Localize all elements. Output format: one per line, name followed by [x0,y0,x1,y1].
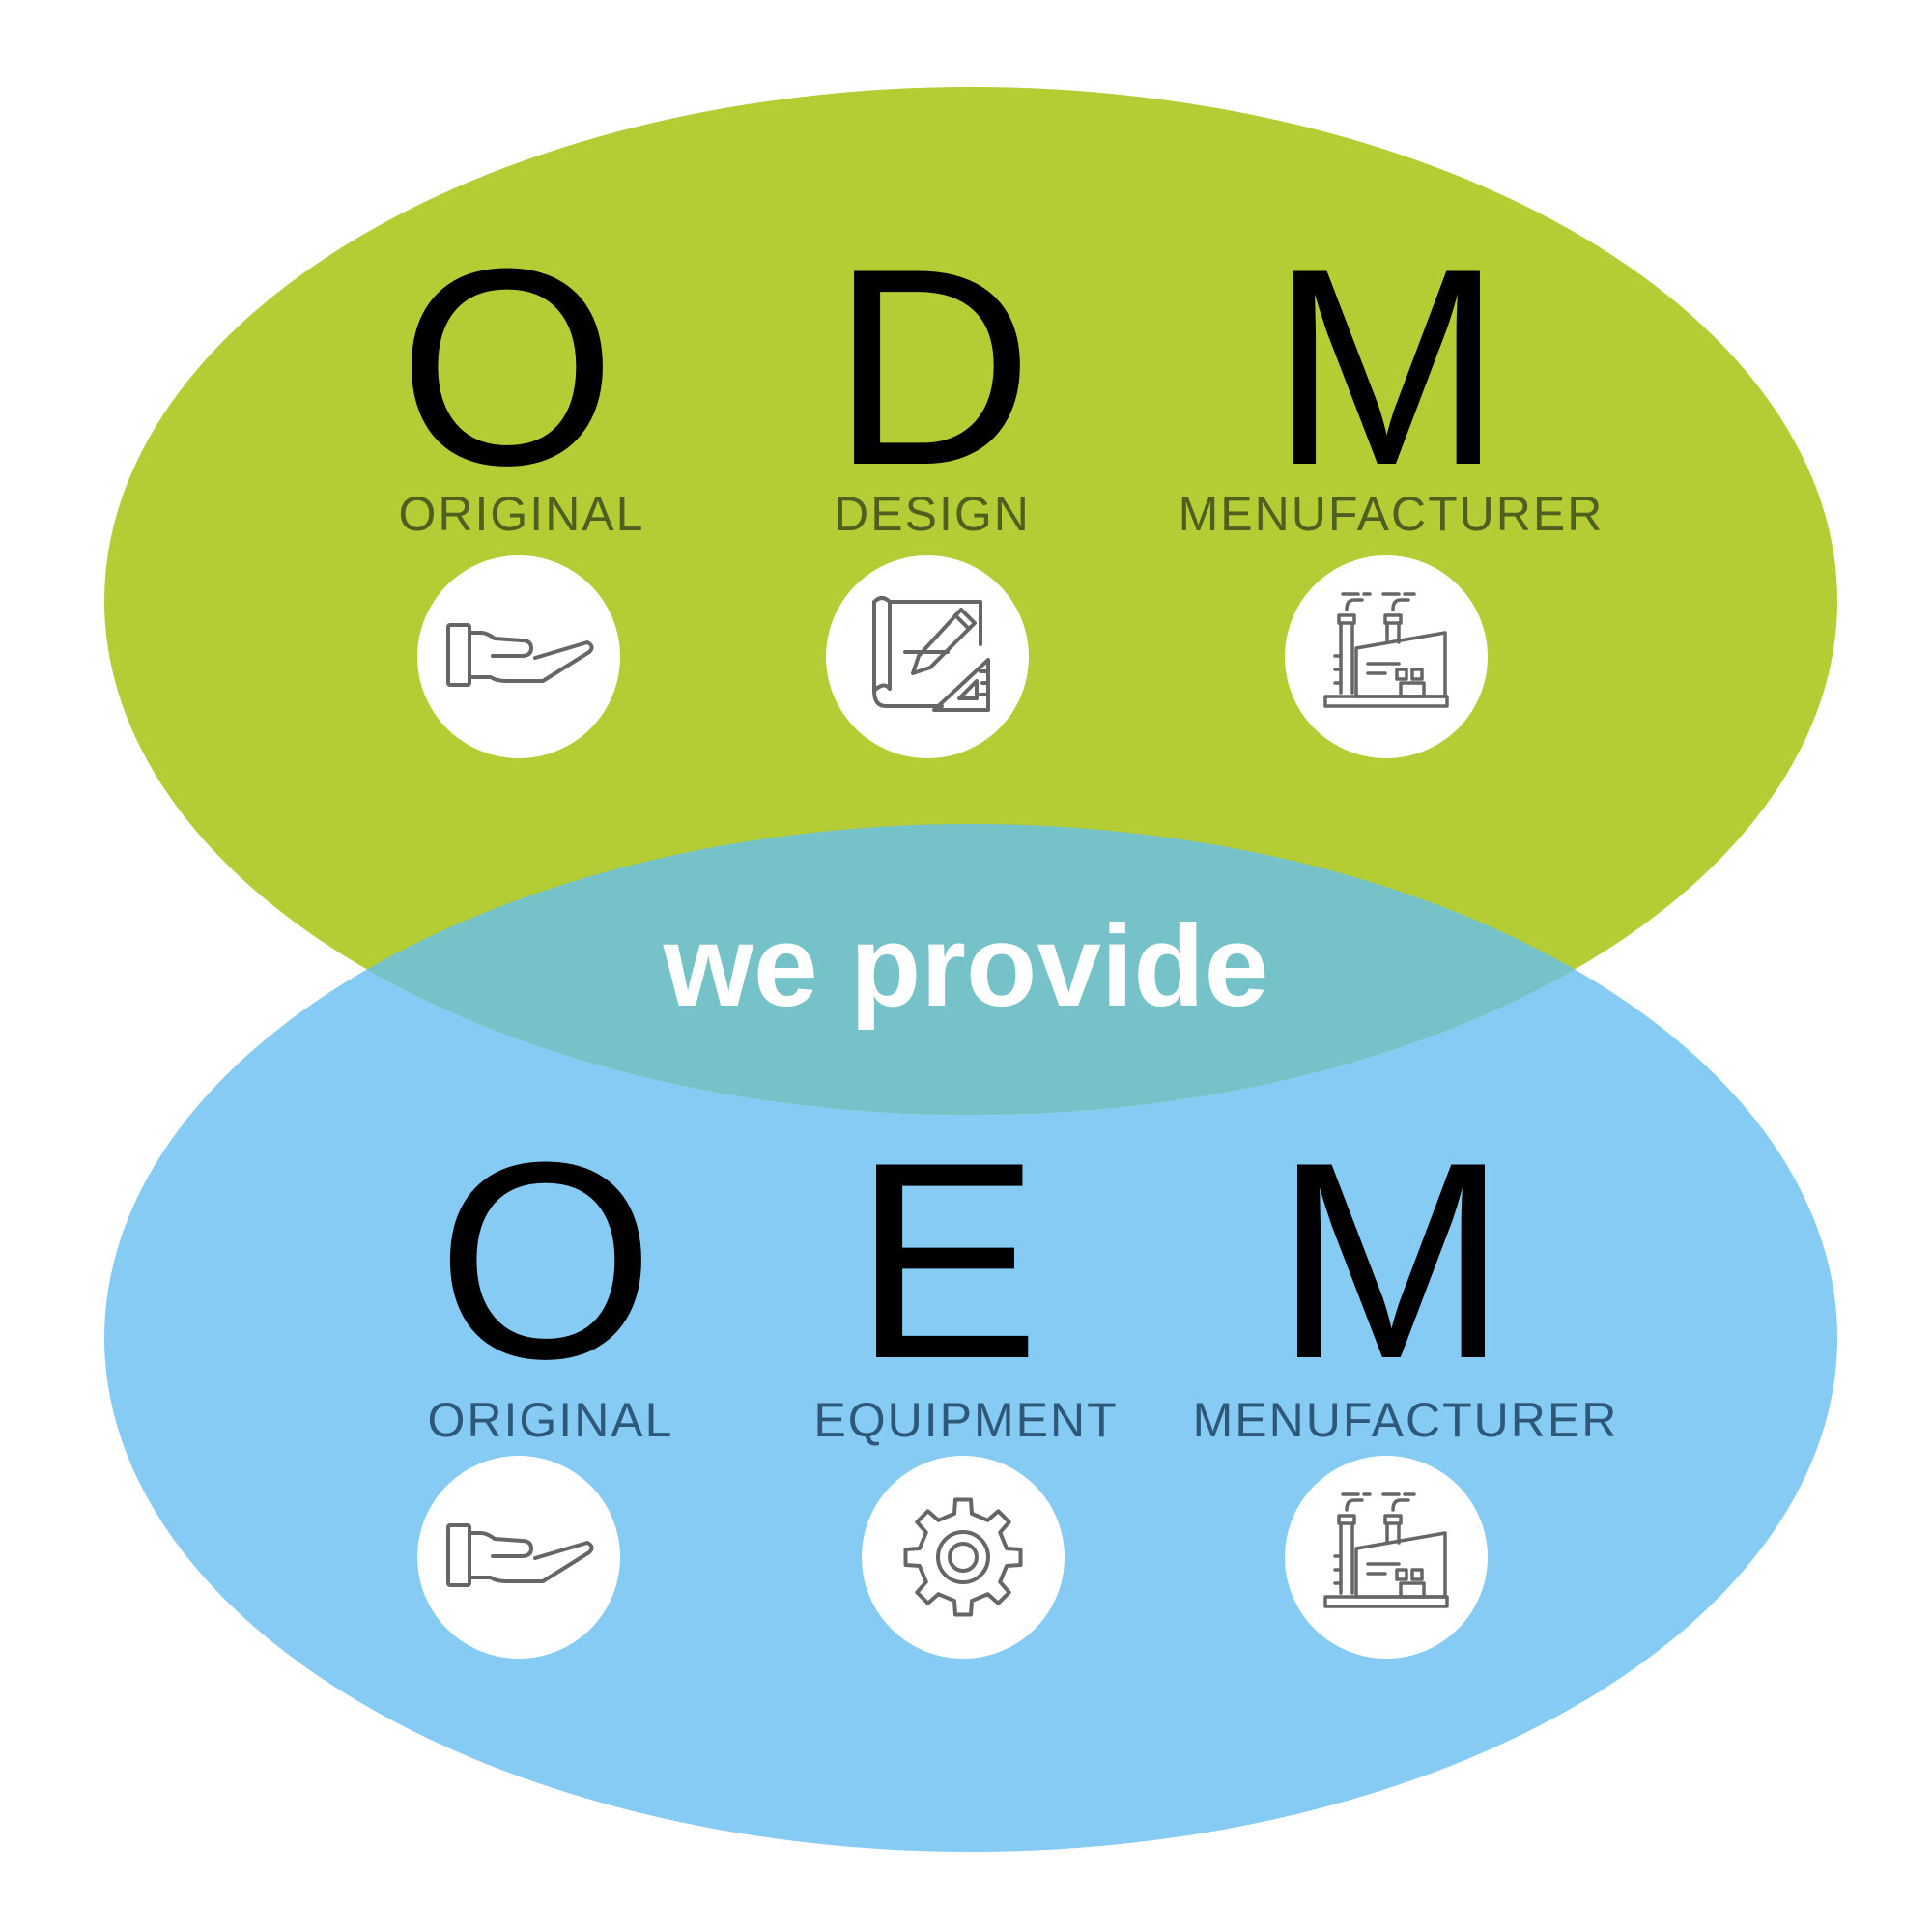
odm-letter-o: O [398,211,616,524]
oem-letter-e: E [853,1104,1040,1417]
odm-menufacturer-icon-circle [1285,555,1488,758]
tagline-we-provide: we provide [663,901,1269,1031]
hand-icon [446,623,594,687]
odm-word-menufacturer: MENUFACTURER [1178,487,1605,541]
odm-letter-d: D [831,211,1034,524]
gear-icon [903,1497,1023,1617]
factory-icon [1323,1492,1449,1608]
hand-icon [446,1523,594,1587]
oem-menufacturer-icon-circle [1285,1456,1488,1659]
blueprint-pencil-icon [872,596,990,712]
oem-original-icon-circle [417,1456,620,1659]
odm-word-original: ORIGINAL [398,487,645,541]
odm-original-icon-circle [417,555,620,758]
oem-letter-m: M [1274,1104,1508,1417]
oem-word-equipment: EQUIPMENT [813,1393,1119,1447]
factory-icon [1323,592,1449,708]
oem-word-menufacturer: MENUFACTURER [1192,1393,1619,1447]
odm-design-icon-circle [826,555,1029,758]
odm-word-design: DESIGN [834,487,1031,541]
oem-word-original: ORIGINAL [427,1393,674,1447]
oem-letter-o: O [437,1104,655,1417]
odm-letter-m: M [1269,211,1503,524]
oem-equipment-icon-circle [862,1456,1065,1659]
